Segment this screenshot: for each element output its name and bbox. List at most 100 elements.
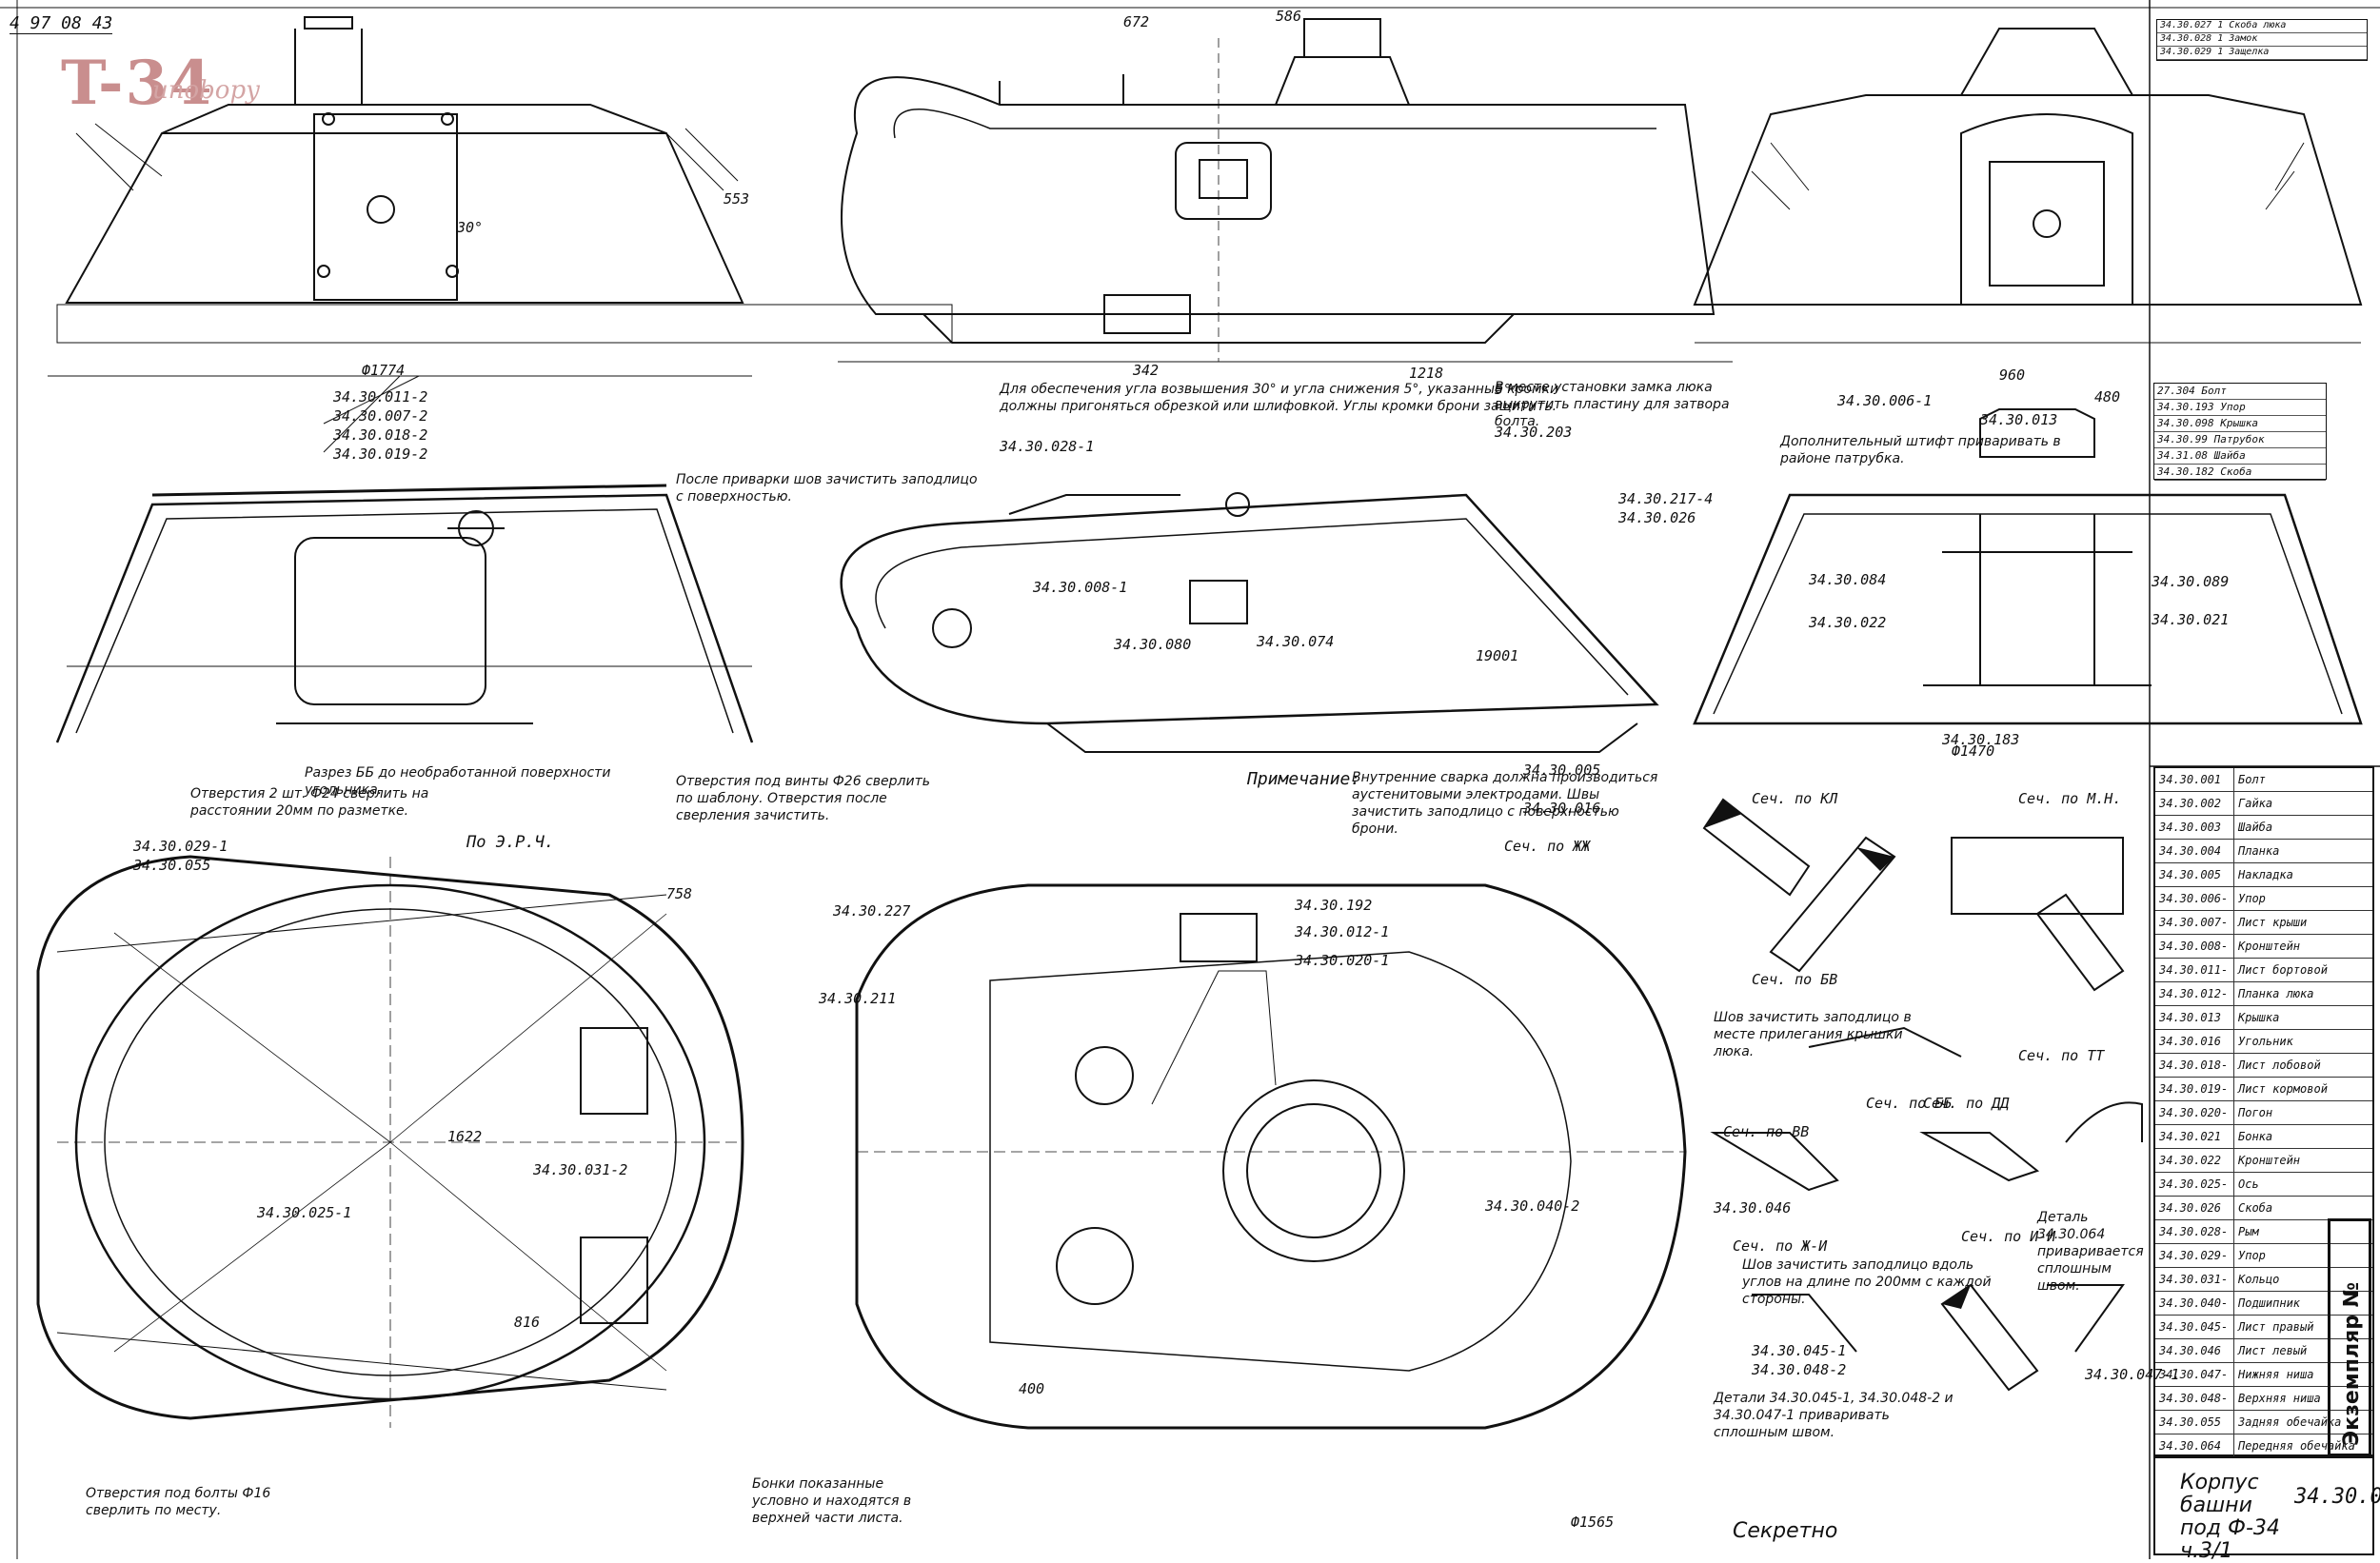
weld-section-details [1702,798,2143,1392]
dim-angle-30: 30° [457,219,484,236]
callout: 34.30.040-2 [1485,1197,1580,1215]
dim-1622: 1622 [447,1128,483,1145]
callout: 34.30.211 [819,990,897,1007]
part-name: Лист лобовой [2238,1058,2321,1072]
part-code: 34.30.022 [2155,1149,2234,1172]
note-text: Детали 34.30.045-1, 34.30.048-2 и 34.30.… [1714,1391,1954,1440]
roof-hatch-plan-view [855,883,1687,1430]
part-code: 34.30.001 [2155,768,2234,791]
note-text: Шов зачистить заподлицо в месте прилеган… [1714,1010,1912,1059]
part-name: Подшипник [2238,1296,2301,1310]
parts-row: 34.30.029-1Упор [2155,1244,2372,1268]
fastener-row: 34.31.08 Шайба [2154,448,2326,465]
callout: 34.30.018-2 [333,426,428,444]
part-code: 34.30.012-1 [2155,982,2234,1005]
callout: 34.30.022 [1809,614,1887,631]
section-label: Сеч. по ЖЖ [1504,838,1591,855]
note-text: Отверстия под болты Ф16 сверлить по мест… [86,1486,271,1518]
section-label: Сеч. по БВ [1752,971,1838,988]
copy-stamp-text: Экземпляр № [2340,1281,2364,1446]
part-code: 34.30.047-1 [2155,1363,2234,1386]
dim-586: 586 [1276,8,1302,25]
fastener-row: 34.30.182 Скоба [2154,465,2326,481]
part-code: 34.30.007-2 [2155,911,2234,934]
front-section-view [55,484,754,743]
part-code: 34.30.040-2 [2155,1292,2234,1315]
note-text: Дополнительный штифт приваривать в район… [1780,434,2061,466]
callout: 34.30.031-2 [533,1161,628,1178]
note-text: Деталь 34.30.064 приваривается сплошным … [2037,1210,2144,1294]
section-label: Сеч. по ВВ [1723,1123,1810,1140]
callout: 34.30.084 [1809,571,1887,588]
note-text: Шов зачистить заподлицо вдоль углов на д… [1742,1257,1992,1307]
rear-section-view [1693,408,2363,725]
part-name: Кронштейн [2238,1154,2301,1167]
part-code: 34.30.019-2 [2155,1078,2234,1100]
rear-elevation-view [1693,28,2363,344]
callout: 34.30.028-1 [1000,438,1095,455]
fastener-row: 34.30.193 Упор [2154,400,2326,416]
part-name: Задняя обечайка [2238,1415,2342,1429]
callout: 34.30.029-1 [133,838,228,855]
parts-row: 34.30.048-2Верхняя ниша [2155,1387,2372,1411]
callout: 34.30.026 [1618,509,1696,526]
fastener-table: 27.304 Болт 34.30.193 Упор 34.30.098 Кры… [2153,383,2327,481]
part-name: Верхняя ниша [2238,1392,2321,1405]
dim-342: 342 [1133,362,1160,379]
copy-stamp: Экземпляр № [2328,1218,2371,1456]
parts-row: 34.30.025-1Ось [2155,1173,2372,1197]
side-section-view [840,492,1659,753]
callout: 34.30.046 [1714,1199,1792,1217]
callout: 34.30.045-1 [1752,1342,1847,1359]
drawing-code: 34.30.084 [2294,1485,2380,1509]
parts-row: 34.30.045-1Лист правый [2155,1316,2372,1339]
part-name: Нижняя ниша [2238,1368,2314,1381]
parts-row: 34.30.047-1 Нижняя ниша [2155,1363,2372,1387]
watermark-logo: T-34 [61,48,214,119]
parts-row: 34.30.018-2Лист лобовой [2155,1054,2372,1078]
callout: 34.30.047-1 [2085,1366,2180,1383]
callout: 34.30.055 [133,857,211,874]
callout: 34.30.048-2 [1752,1361,1847,1378]
part-code: 34.30.026 [2155,1197,2234,1219]
part-code: 34.30.046 [2155,1339,2234,1362]
callout: 34.30.006-1 [1837,392,1933,409]
parts-row: 34.30.011-2Лист бортовой [2155,959,2372,982]
part-name: Планка [2238,844,2280,858]
note-text: Разрез ББ до необработанной поверхности … [305,765,611,798]
callout: 34.30.025-1 [257,1204,352,1221]
revision-row: 34.30.029 1 Защелка [2157,47,2367,60]
top-plan-view [36,855,744,1428]
dim-1565: Ф1565 [1571,1514,1615,1531]
section-label: Сеч. по ТТ [2018,1047,2105,1064]
parts-row: 34.30.006-1Упор [2155,887,2372,911]
dim-553: 553 [724,190,750,208]
note-text: После приварки шов зачистить заподлицо с… [676,472,978,505]
note-text: Отверстия 2 шт. Ф24 сверлить на расстоян… [190,786,429,819]
note-heading: Примечание: [1247,769,1361,789]
callout: 34.30.020-1 [1295,952,1390,969]
dim-672: 672 [1123,13,1150,30]
dim-1470: Ф1470 [1952,742,1995,760]
callout: 34.30.013 [1980,411,2058,428]
part-code: 34.30.008-1 [2155,935,2234,958]
part-name: Планка люка [2238,987,2314,1000]
note-text: Внутренние сварка должна производиться а… [1352,770,1658,837]
part-code: 34.30.045-1 [2155,1316,2234,1338]
part-name: Кольцо [2238,1273,2280,1286]
note-text: Бонки показанные условно и находятся в в… [752,1476,912,1526]
part-name: Лист кормовой [2238,1082,2328,1096]
section-label: Сеч. по ББ [1866,1095,1953,1112]
callout: 34.30.021 [2152,611,2230,628]
dim-1218: 1218 [1409,365,1444,382]
fastener-row: 27.304 Болт [2154,384,2326,400]
part-code: 34.30.004 [2155,840,2234,862]
